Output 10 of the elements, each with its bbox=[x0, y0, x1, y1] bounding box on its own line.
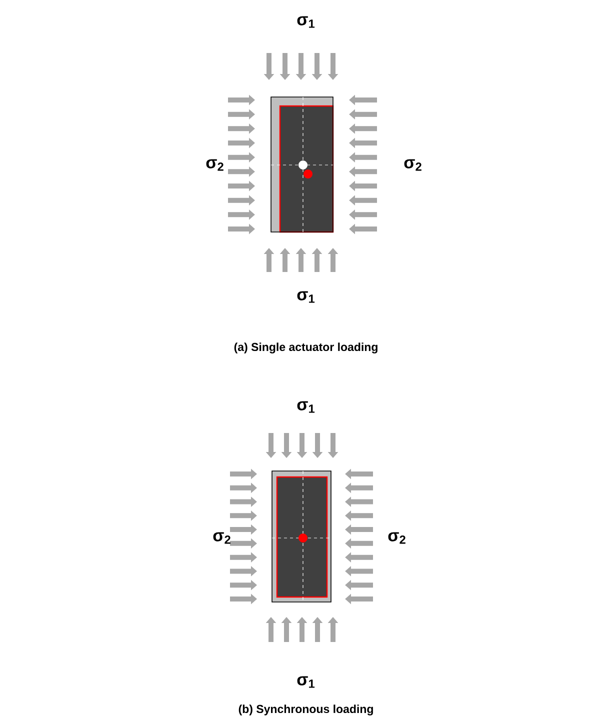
caption: (b) Synchronous loading bbox=[238, 704, 373, 716]
stress-label: σ$_{1}$ bbox=[297, 16, 315, 28]
stress-label: σ$_{1}$ bbox=[297, 676, 315, 688]
stress-label: σ$_{1}$ bbox=[297, 291, 315, 303]
caption: (a) Single actuator loading bbox=[234, 342, 378, 354]
stress-label: σ$_{2}$ bbox=[206, 159, 224, 171]
stress-label: σ$_{1}$ bbox=[297, 401, 315, 413]
stress-label: σ$_{2}$ bbox=[404, 159, 422, 171]
stress-label: σ$_{2}$ bbox=[213, 532, 230, 544]
stress-label: σ$_{2}$ bbox=[388, 532, 406, 544]
